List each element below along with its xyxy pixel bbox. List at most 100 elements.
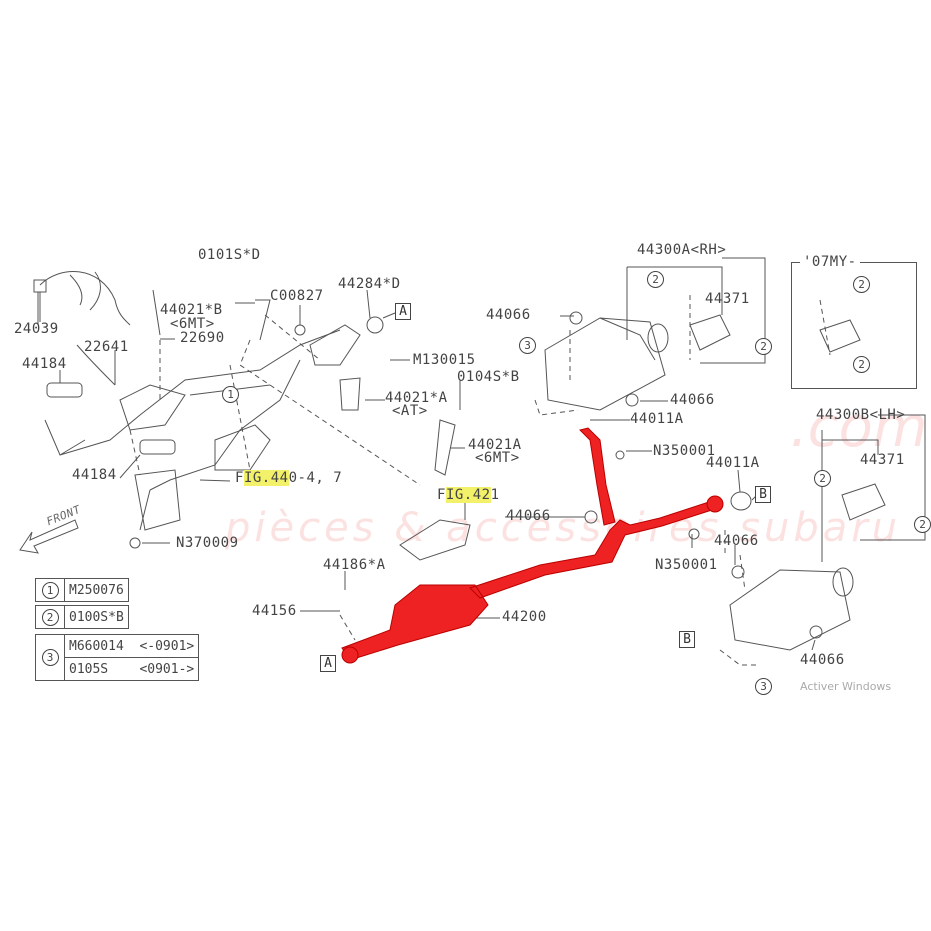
callout-44300b-lh: 44300B<LH>: [816, 407, 906, 423]
callout-44011a-b: 44011A: [706, 455, 760, 471]
damper-44066-c: [584, 510, 598, 524]
bracket-44021b: [255, 299, 271, 341]
heat-insulator-fig421: [399, 519, 471, 561]
muffler-lh-outlet: [832, 567, 854, 597]
tail-tip-44371a: [689, 314, 731, 351]
callout-22690: 22690: [180, 330, 225, 346]
callout-44300a-rh: 44300A<RH>: [637, 242, 727, 258]
callout-44186-a: 44186*A: [323, 557, 386, 573]
callout-44184: 44184: [22, 356, 67, 372]
fig-suffix: 0-4, 7: [288, 470, 343, 486]
damper-44066: [569, 311, 583, 325]
callout-n350001: N350001: [653, 443, 716, 459]
bracket-44021a-6mt: [434, 419, 456, 476]
legend-part: M250076: [64, 578, 129, 602]
callout-44066: 44066: [486, 307, 531, 323]
damper-44066-e: [809, 625, 823, 639]
callout-44021a: 44021A: [468, 437, 522, 453]
legend-part: 0100S*B: [64, 605, 129, 629]
ref-2-c: 2: [853, 276, 870, 293]
flange-a-icon: [341, 646, 359, 664]
leader-44300b: [821, 414, 926, 562]
harness-24039: [39, 271, 131, 326]
muffler-lh: [729, 569, 851, 651]
callout-44284-d: 44284*D: [338, 276, 401, 292]
ref-2: 2: [647, 271, 664, 288]
callout-24039: 24039: [14, 321, 59, 337]
fig-440-link[interactable]: FIG.440-4, 7: [235, 470, 342, 486]
fig-prefix: F: [235, 470, 244, 486]
legend-row-1: 1 M250076: [35, 578, 129, 602]
callout-0104s-b: 0104S*B: [457, 369, 520, 385]
muffler-rh: [544, 317, 666, 411]
callout-44066-d: 44066: [714, 533, 759, 549]
damper-44066-d: [731, 565, 745, 579]
callout-0101s-d: 0101S*D: [198, 247, 261, 263]
callout-n370009: N370009: [176, 535, 239, 551]
legend-num: 2: [41, 608, 59, 626]
nut-c00827: [294, 324, 306, 336]
fig-421-link[interactable]: FIG.421: [437, 487, 500, 503]
ref-b-2: B: [679, 631, 695, 648]
callout-44021-b: 44021*B: [160, 302, 223, 318]
ref-3-b: 3: [755, 678, 772, 695]
callout-44021-a-star-note: <AT>: [392, 403, 428, 419]
fig-prefix: F: [437, 487, 446, 503]
callout-44021-a-star: 44021*A: [385, 390, 448, 406]
flange-icon: [706, 495, 724, 513]
legend-row-2: 2 0100S*B: [35, 605, 129, 629]
damper-44066-b: [625, 393, 639, 407]
watermark-text: pièces & accessoires subaru: [225, 505, 902, 551]
ref-1: 1: [222, 386, 239, 403]
nut-n350001-b: [688, 528, 700, 540]
gasket-44284: [366, 316, 384, 334]
gasket-44184: [46, 382, 83, 398]
callout-22641: 22641: [84, 339, 129, 355]
callout-m130015: M130015: [413, 352, 476, 368]
ref-a: A: [395, 303, 411, 320]
callout-44371-b: 44371: [860, 452, 905, 468]
legend-num: 1: [41, 581, 59, 599]
center-pipe-44200: [341, 427, 719, 661]
fig-highlight: IG.44: [243, 470, 289, 486]
nut-n370009: [129, 537, 141, 549]
nut-n350001-a: [615, 450, 625, 460]
leader-44300a: [626, 257, 766, 364]
legend-range: <0901->: [139, 661, 195, 677]
callout-n350001-b: N350001: [655, 557, 718, 573]
callout-44011a: 44011A: [630, 411, 684, 427]
ref-2-f: 2: [914, 516, 931, 533]
front-arrow-icon: [19, 519, 79, 554]
callout-44021a-note: <6MT>: [475, 450, 520, 466]
callout-44066-c: 44066: [506, 508, 551, 524]
callout-44184-b: 44184: [72, 467, 117, 483]
fig-suffix: 1: [490, 487, 500, 503]
callout-44200: 44200: [502, 609, 547, 625]
legend-part: M660014: [69, 638, 124, 654]
callout-44066-b: 44066: [670, 392, 715, 408]
ref-b: B: [755, 486, 771, 503]
legend-row-3: 3 M660014 <-0901> 0105S <0901->: [35, 634, 200, 681]
activate-windows-overlay: Activer Windows: [800, 680, 892, 693]
legend-part: 0105S: [69, 661, 109, 677]
sensor-22641: [76, 344, 116, 386]
catalytic-converter-1: [119, 384, 186, 431]
watermark-com: .com: [790, 395, 928, 460]
gasket-44184-b: [139, 439, 176, 455]
legend-range: <-0901>: [139, 638, 195, 654]
callout-44371: 44371: [705, 291, 750, 307]
ref-2-b: 2: [755, 338, 772, 355]
callout-c00827: C00827: [270, 288, 324, 304]
catalytic-converter-3: [309, 324, 361, 366]
fig-highlight: IG.42: [445, 487, 491, 503]
callout-44021-b-note: <6MT>: [170, 316, 215, 332]
callout-44156: 44156: [252, 603, 297, 619]
gasket-44011a: [730, 491, 752, 511]
legend-num: 3: [41, 649, 59, 666]
front-pipe-y: [44, 329, 341, 531]
muffler-rh-outlet: [647, 323, 669, 353]
ref-3: 3: [519, 337, 536, 354]
catalytic-converter-2: [214, 424, 271, 471]
